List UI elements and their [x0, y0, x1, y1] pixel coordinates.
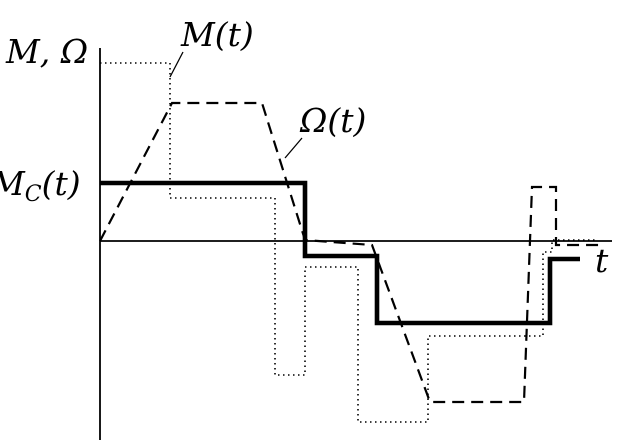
mc-curve-label: MC(t) — [0, 164, 81, 207]
axes — [99, 48, 612, 440]
omega-curve-dashed — [99, 101, 600, 404]
m-curve-dotted — [100, 62, 598, 423]
x-axis-label: t — [595, 241, 609, 280]
y-axis-label: M, Ω — [5, 32, 88, 71]
m-label-pointer — [169, 51, 184, 78]
m-curve-label: M(t) — [180, 15, 254, 54]
mc-label-main: M — [0, 164, 26, 203]
omega-label-pointer — [284, 137, 303, 159]
mc-label-tail: (t) — [42, 164, 81, 203]
mc-label-subscript: C — [25, 182, 42, 207]
mc-curve-solid — [100, 180, 580, 326]
omega-curve-label: Ω(t) — [299, 101, 366, 140]
